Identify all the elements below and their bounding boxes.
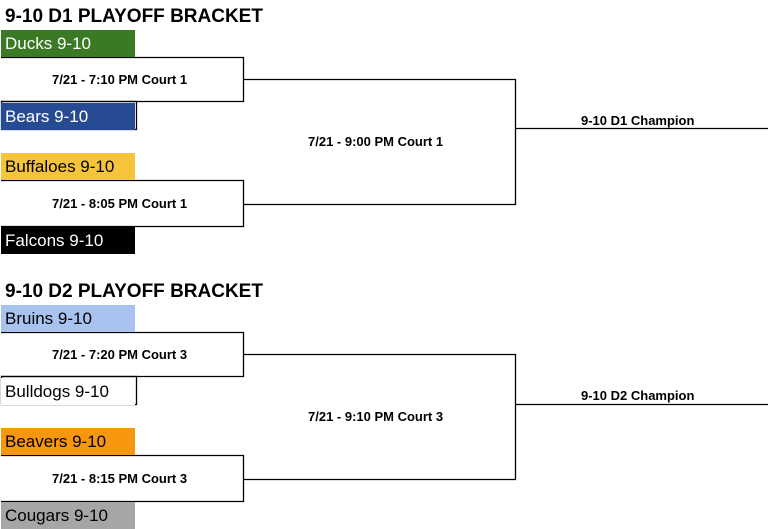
d2-team-bruins: Bruins 9-10 [1, 305, 135, 332]
d2-game2-label: 7/21 - 8:15 PM Court 3 [52, 471, 188, 486]
d2-game1-label: 7/21 - 7:20 PM Court 3 [52, 347, 188, 362]
d2-team-beavers: Beavers 9-10 [1, 428, 135, 455]
d2-game2-bracket [1, 454, 245, 503]
d2-team-cougars: Cougars 9-10 [1, 502, 135, 529]
d1-game1-label: 7/21 - 7:10 PM Court 1 [52, 72, 188, 87]
d2-champion-label: 9-10 D2 Champion [581, 388, 695, 403]
d2-final-label: 7/21 - 9:10 PM Court 3 [308, 409, 444, 424]
d1-game2-bracket [1, 179, 245, 228]
d1-bracket-title: 9-10 D1 PLAYOFF BRACKET [5, 6, 263, 27]
d1-final-bracket [243, 78, 517, 206]
d1-team-bears: Bears 9-10 [1, 103, 135, 130]
d1-team-falcons: Falcons 9-10 [1, 227, 135, 254]
d1-final-label: 7/21 - 9:00 PM Court 1 [308, 134, 444, 149]
d2-team-bulldogs: Bulldogs 9-10 [1, 378, 135, 405]
d1-game2-label: 7/21 - 8:05 PM Court 1 [52, 196, 188, 211]
d2-bracket-title: 9-10 D2 PLAYOFF BRACKET [5, 281, 263, 302]
d1-champion-label: 9-10 D1 Champion [581, 113, 695, 128]
d1-team-ducks: Ducks 9-10 [1, 30, 135, 57]
d2-final-bracket [243, 353, 517, 481]
d1-team-buffaloes: Buffaloes 9-10 [1, 153, 135, 180]
